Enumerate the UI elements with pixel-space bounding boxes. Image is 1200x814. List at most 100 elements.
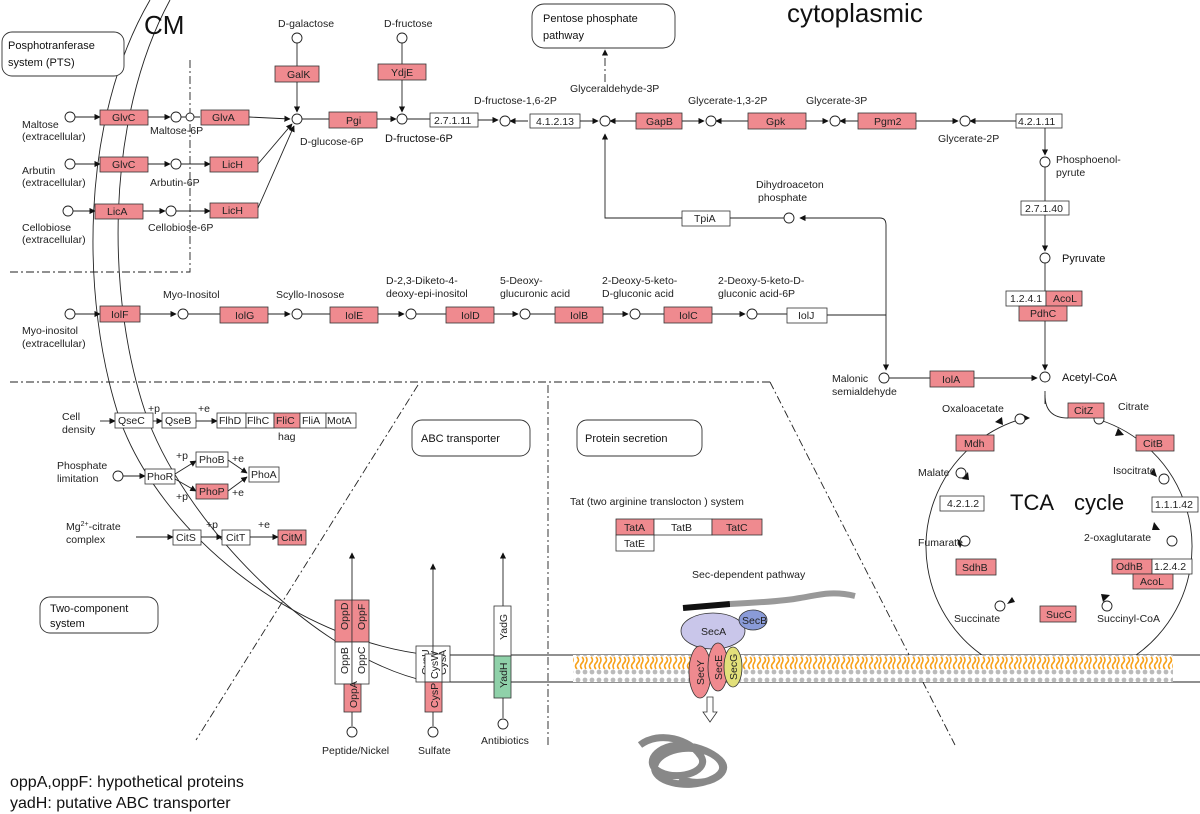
diagram-shape	[174, 478, 197, 492]
maltose-sub: (extracellular)	[22, 131, 86, 143]
diagram-shape	[829, 115, 841, 127]
diagram-label: +e	[198, 403, 210, 415]
protein-tatc	[711, 518, 763, 536]
diagram-shape	[291, 113, 303, 125]
pts-title-line2: system (PTS)	[8, 57, 75, 69]
diagram-shape	[165, 205, 177, 217]
protsec-title-box: Protein secretion	[576, 419, 703, 457]
diagram-label: CysW	[429, 651, 441, 679]
two-component-section: Cell density QseC +p QseB +e FlhD FlhC F…	[57, 403, 357, 546]
arbutin6p-label: Arbutin-6P	[150, 177, 200, 189]
cm-label: CM	[144, 10, 184, 40]
diagram-label: 4.2.1.2	[947, 498, 979, 510]
g3p-label: Glyceraldehyde-3P	[570, 83, 659, 95]
diagram-label: OppC	[356, 646, 368, 674]
footnote-1: oppA,oppF: hypothetical proteins	[10, 774, 244, 791]
diagram-shape	[291, 32, 303, 44]
diagram-label: CitM	[281, 532, 303, 544]
malate-label: Malate	[918, 467, 950, 479]
enzyme-lich-1	[209, 156, 259, 173]
diagram-shape	[769, 381, 956, 746]
cytoplasmic-label: cytoplasmic	[787, 0, 923, 28]
diagram-label: 2.7.1.40	[1025, 203, 1063, 215]
cycle-label: cycle	[1074, 490, 1124, 515]
secg-shape	[723, 646, 743, 688]
dhap-label: Dihydroaceton	[756, 179, 824, 191]
diagram-label: IolA	[942, 374, 960, 386]
inositol-section: Myo-inositol (extracellular) IolF Myo-In…	[22, 275, 886, 350]
protein-tate	[615, 534, 655, 552]
diagram-label: TatA	[624, 522, 645, 534]
diagram-label: OppB	[339, 647, 351, 674]
diagram-label: IolC	[679, 310, 698, 322]
diagram-label: TatE	[624, 538, 645, 550]
oxoglutarate-label: 2-oxaglutarate	[1084, 532, 1151, 544]
diagram-shape	[427, 726, 439, 738]
diagram-shape	[497, 718, 509, 730]
maltose-label: Maltose	[22, 119, 59, 131]
glycerate13-label: Glycerate-1,3-2P	[688, 95, 767, 107]
diagram-shape	[878, 372, 890, 384]
enzyme-iolb	[554, 306, 604, 324]
diagram-shape	[170, 158, 182, 170]
diagram-label: AcoL	[1140, 576, 1164, 588]
enzyme-citz	[1067, 402, 1105, 419]
diagram-shape	[702, 696, 718, 723]
twocomp-title-line1: Two-component	[50, 603, 128, 615]
diagram-shape	[1039, 371, 1051, 383]
enzyme-iolc	[663, 306, 713, 324]
antibiotics-label: Antibiotics	[481, 735, 529, 747]
diagram-shape	[195, 384, 419, 741]
diagram-shape	[1101, 600, 1113, 612]
diagram-label: +e	[232, 487, 244, 499]
diagram-label: Gpk	[766, 116, 786, 128]
maltose6p-label: Maltose-6P	[150, 125, 203, 137]
diagram-shape	[64, 308, 76, 320]
hag-label: hag	[278, 431, 296, 443]
diagram-label: 1.1.1.42	[1155, 499, 1193, 511]
sulfate-label: Sulfate	[418, 745, 451, 757]
oxaloacetate-label: Oxaloacetate	[942, 403, 1004, 415]
diagram-label: Pgm2	[874, 116, 902, 128]
diagram-shape	[1, 31, 125, 77]
diagram-label: 4.2.1.11	[1018, 116, 1055, 128]
pep-sub: pyrute	[1056, 167, 1085, 179]
diagram-label: PhoA	[251, 469, 277, 481]
diagram-label: IolD	[461, 310, 480, 322]
protein-citm	[277, 529, 307, 546]
diagram-label: CitS	[176, 532, 196, 544]
diagram-label: TatB	[671, 522, 692, 534]
region-dividers	[10, 60, 956, 746]
ppp-title-line1: Pentose phosphate	[543, 13, 638, 25]
diagram-shape	[1007, 597, 1015, 604]
diagram-label: TpiA	[694, 213, 716, 225]
enzyme-ec11142	[1151, 496, 1199, 513]
protein-yadh	[493, 655, 512, 699]
diagram-shape	[531, 3, 676, 49]
ppp-title-line2: pathway	[543, 30, 584, 42]
dfructose6p-label: D-fructose-6P	[385, 133, 453, 145]
diagram-shape	[257, 123, 293, 165]
diagram-label: YdjE	[391, 67, 413, 79]
diagram-label: SecE	[713, 655, 725, 680]
diagram-label: SucC	[1046, 609, 1072, 621]
enzyme-pdhc	[1018, 305, 1068, 322]
diagram-label: +p	[176, 450, 188, 462]
footnote-2: yadH: putative ABC transporter	[10, 795, 231, 812]
glycolysis-section: Maltose (extracellular) GlvC Maltose-6P …	[22, 18, 1121, 398]
dfructose-label: D-fructose	[384, 18, 433, 30]
diagram-shape	[519, 308, 531, 320]
dfructose16-label: D-fructose-1,6-2P	[474, 95, 557, 107]
tca-label: TCA	[1010, 490, 1054, 515]
diagram-shape	[117, 0, 1200, 683]
enzyme-ec4212	[939, 495, 985, 512]
mg-sub: complex	[66, 534, 106, 546]
diagram-label: SecB	[742, 615, 767, 627]
diagram-label: PdhC	[1030, 308, 1057, 320]
enzyme-tpia	[681, 210, 731, 227]
protein-cits	[172, 529, 202, 546]
diagram-label: SecA	[701, 626, 726, 638]
phosphate-label: Phosphate	[57, 460, 107, 472]
dkg-label: 2-Deoxy-5-keto-	[602, 275, 678, 287]
